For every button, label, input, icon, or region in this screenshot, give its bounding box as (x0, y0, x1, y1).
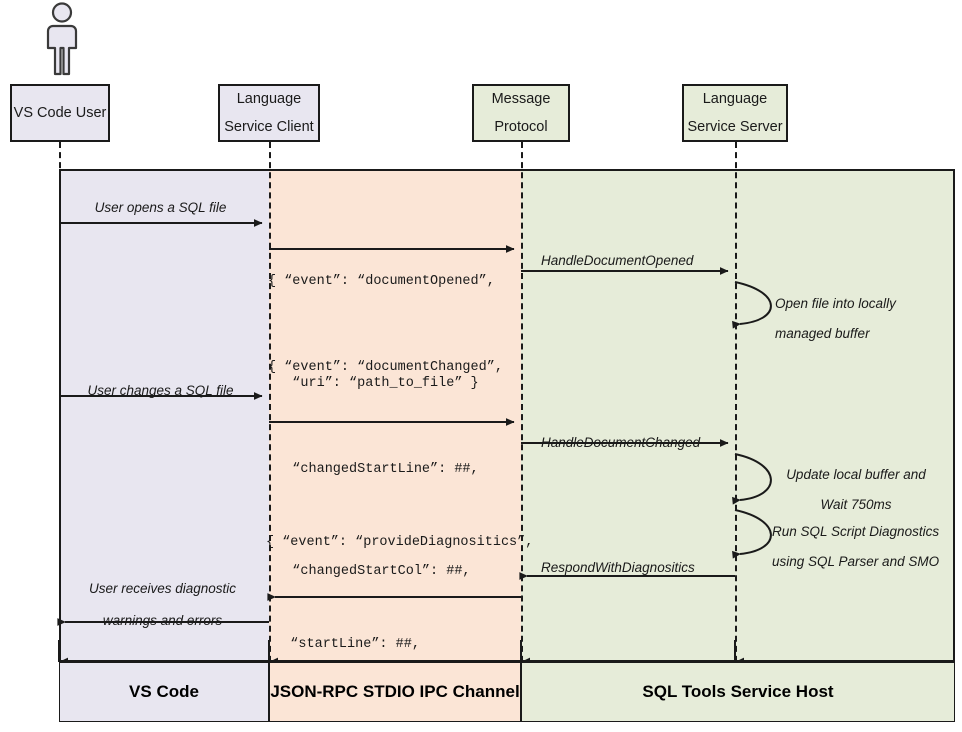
json-document-opened: { “event”: “documentOpened”, “uri”: “pat… (268, 197, 495, 469)
json-line: { “event”: “provideDiagnositics”, (266, 535, 534, 550)
participant-vs-code-user[interactable]: VS Code User (10, 84, 110, 142)
band-vs-code (59, 169, 269, 662)
note-line2: using SQL Parser and SMO (772, 554, 940, 569)
participant-label-line1: Language (702, 90, 768, 107)
participant-label-line1: Message (491, 90, 551, 107)
json-line: { “event”: “documentChanged”, (268, 360, 503, 375)
note-open-file: Open file into locally managed buffer (775, 289, 896, 349)
note-line2: managed buffer (775, 326, 870, 341)
note-update-buffer: Update local buffer and Wait 750ms (770, 460, 942, 520)
lifeline-message-protocol (521, 142, 523, 672)
label-user-receives-diagnostics: User receives diagnostic warnings and er… (60, 573, 265, 637)
lifeline-language-service-server (735, 142, 737, 672)
label-user-opens-sql-file: User opens a SQL file (94, 200, 227, 215)
participant-message-protocol[interactable]: Message Protocol (472, 84, 570, 142)
json-provide-diagnositics: { “event”: “provideDiagnositics”, “start… (266, 458, 533, 732)
label-handle-document-opened: HandleDocumentOpened (541, 253, 694, 268)
band-sqltools (521, 169, 955, 662)
footer-label: VS Code (129, 682, 199, 701)
participant-label-line2: Service Client (224, 119, 314, 135)
footer-label: JSON-RPC STDIO IPC Channel (270, 682, 520, 701)
footer-jsonrpc[interactable]: JSON-RPC STDIO IPC Channel (269, 662, 521, 722)
json-line: “startLine”: ##, (266, 637, 420, 652)
note-line1: Open file into locally (775, 296, 896, 311)
footer-sqltools[interactable]: SQL Tools Service Host (521, 662, 955, 722)
label-line1: User receives diagnostic (88, 581, 237, 596)
json-line: “changedStartLine”: ##, (268, 462, 479, 477)
label-handle-document-changed: HandleDocumentChanged (541, 435, 701, 450)
footer-label: SQL Tools Service Host (642, 682, 834, 701)
participant-label-line1: Language (236, 90, 302, 107)
note-line1: Update local buffer and (786, 467, 926, 482)
person-icon (38, 2, 86, 78)
participant-label-line1: VS Code User (13, 104, 107, 121)
label-line2: warnings and errors (102, 613, 223, 628)
json-line: “changedStartCol”: ##, (268, 564, 471, 579)
note-line2: Wait 750ms (820, 497, 892, 512)
footer-vs-code[interactable]: VS Code (59, 662, 269, 722)
participant-language-service-client[interactable]: Language Service Client (218, 84, 320, 142)
lifeline-language-service-client (269, 142, 271, 672)
json-line: “uri”: “path_to_file” } (268, 376, 479, 391)
band-jsonrpc (269, 169, 521, 662)
label-user-changes-sql-file: User changes a SQL file (87, 383, 234, 398)
participant-label-line2: Service Server (687, 119, 783, 135)
json-line: { “event”: “documentOpened”, (268, 274, 495, 289)
note-run-diagnostics: Run SQL Script Diagnostics using SQL Par… (772, 517, 939, 577)
note-line1: Run SQL Script Diagnostics (772, 524, 940, 539)
participant-language-service-server[interactable]: Language Service Server (682, 84, 788, 142)
label-respond-with-diagnositics: RespondWithDiagnositics (541, 560, 695, 575)
participant-label-line2: Protocol (494, 119, 548, 135)
